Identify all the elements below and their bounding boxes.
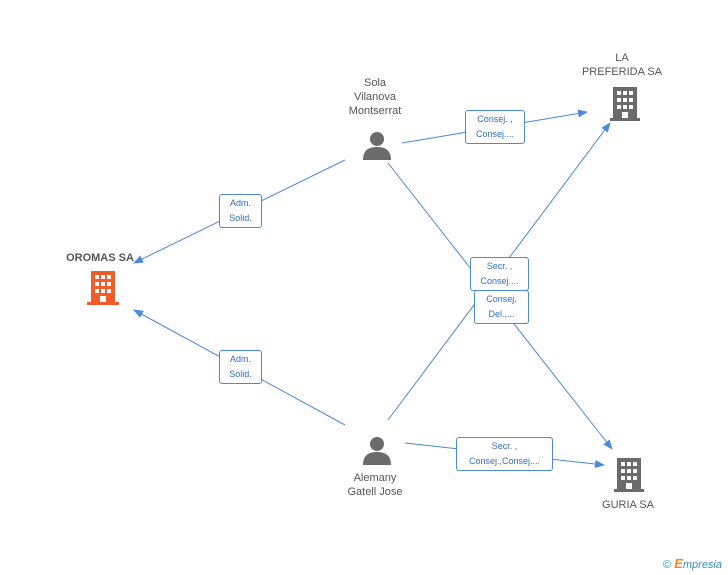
edge-label-alemany-oromas[interactable]: Adm. Solid.: [219, 350, 262, 384]
brand-e: E: [674, 556, 683, 571]
brand-text: mpresia: [682, 559, 722, 571]
brand-logo: © Empresia: [663, 556, 722, 571]
building-icon[interactable]: [614, 458, 644, 497]
edge-label-sola-guria[interactable]: Secr. , Consej....: [470, 257, 529, 291]
edge-label-sola-oromas[interactable]: Adm. Solid.: [219, 194, 262, 228]
edge-label-sola-preferida[interactable]: Consej. , Consej....: [465, 110, 525, 144]
building-icon[interactable]: [87, 271, 119, 310]
node-label-sola[interactable]: Sola Vilanova Montserrat: [348, 77, 402, 117]
edge-label-alemany-guria[interactable]: Secr. , Consej.,Consej....: [456, 437, 553, 471]
node-label-guria[interactable]: GURIA SA: [602, 499, 654, 511]
edge-label-alemany-preferida[interactable]: Consej. Del.,...: [474, 290, 529, 324]
node-label-oromas[interactable]: OROMAS SA: [66, 252, 134, 264]
node-label-la-preferida[interactable]: LA PREFERIDA SA: [581, 52, 663, 78]
person-icon[interactable]: [362, 131, 392, 166]
copyright-icon: ©: [663, 559, 672, 571]
building-icon[interactable]: [610, 87, 640, 126]
node-label-alemany[interactable]: Alemany Gatell Jose: [347, 472, 403, 498]
person-icon[interactable]: [362, 436, 392, 471]
